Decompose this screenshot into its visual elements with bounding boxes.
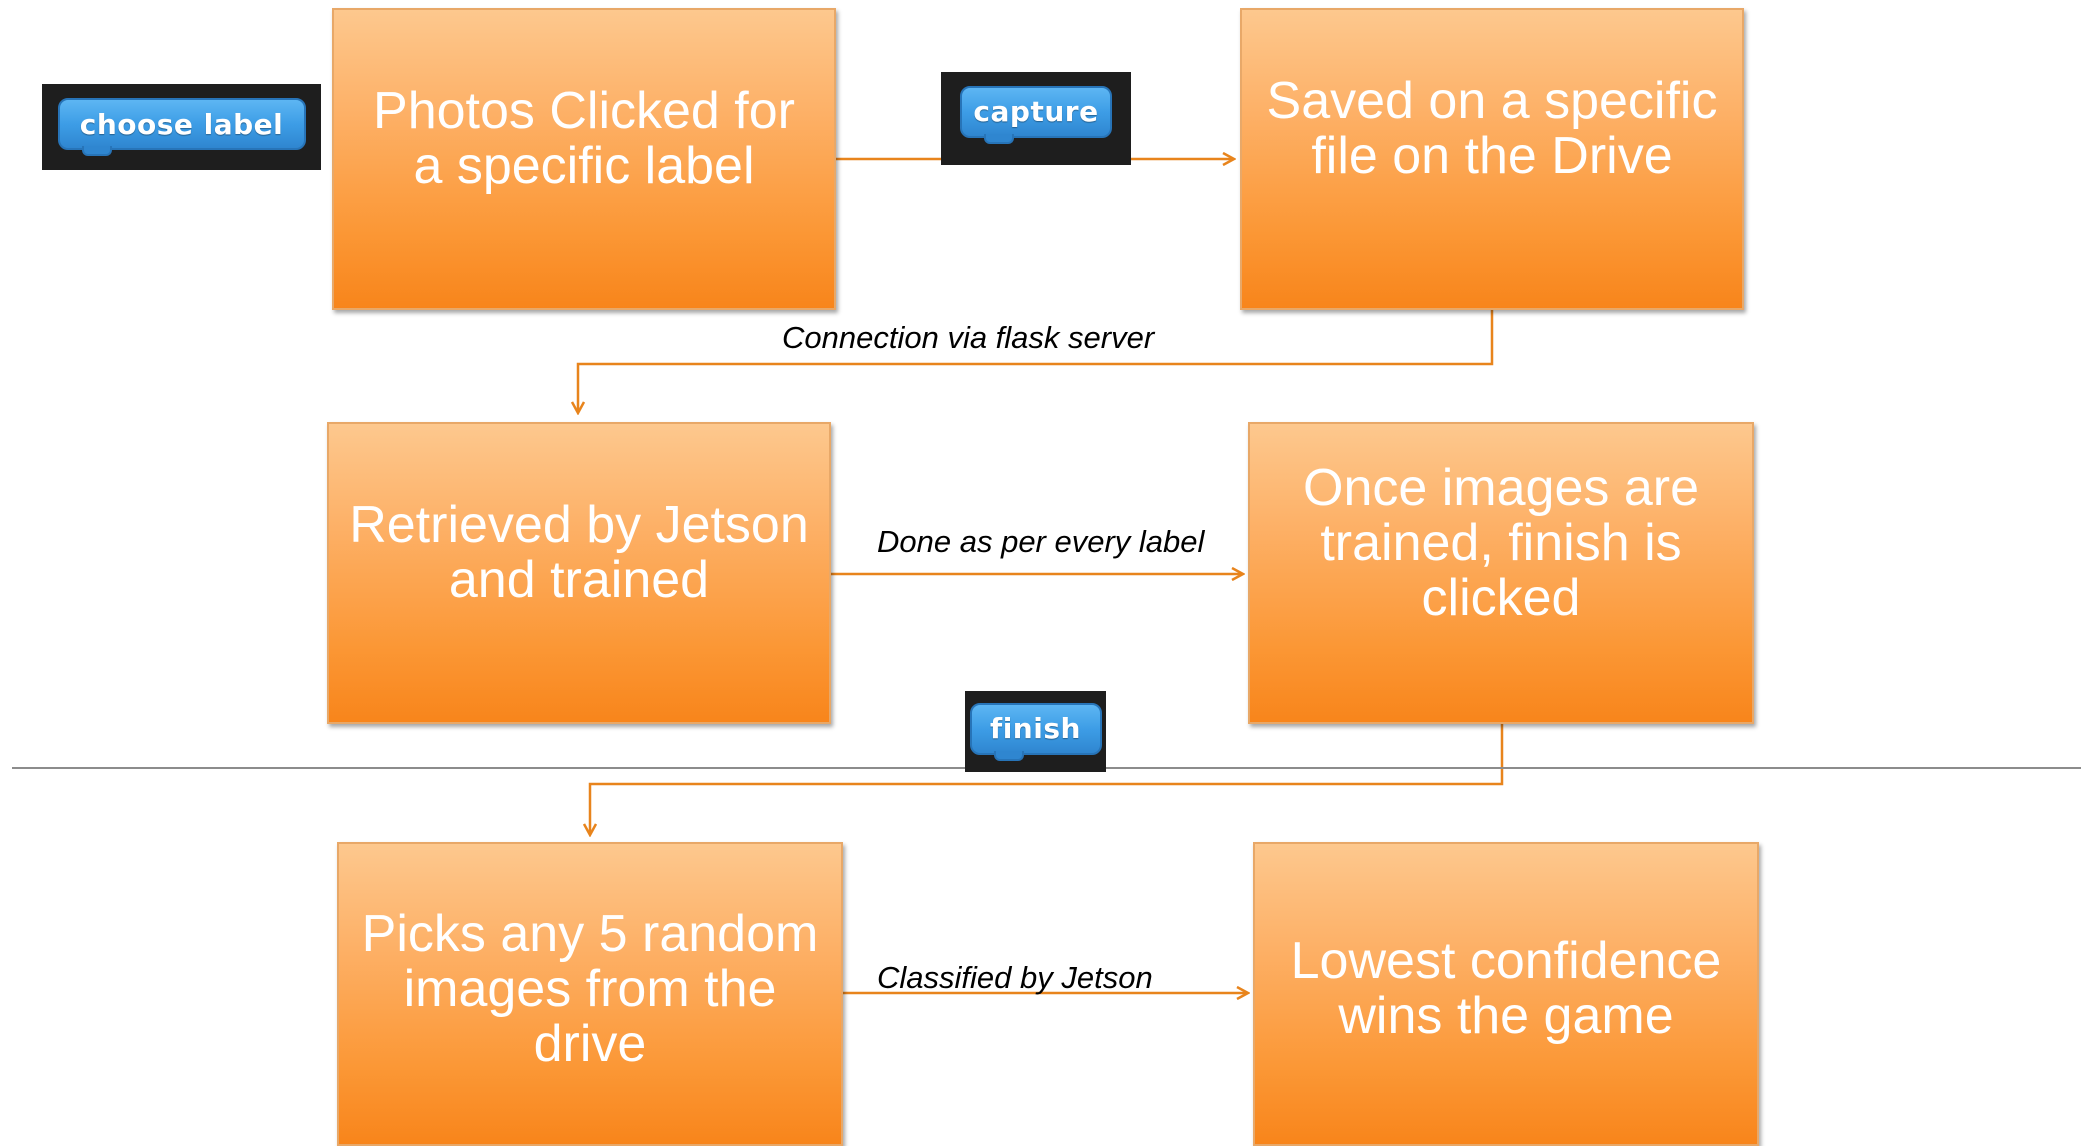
edge-label-flask: Connection via flask server (782, 320, 1155, 355)
box-retrieved-trained: Retrieved by Jetson and trained (327, 422, 831, 724)
box-once-trained-text: Once images are trained, finish is click… (1303, 458, 1699, 627)
box-photos-clicked-text: Photos Clicked for a specific label (373, 82, 795, 195)
box-photos-clicked: Photos Clicked for a specific label (332, 8, 836, 310)
choose-label-text: choose label (79, 107, 284, 141)
finish-block: finish (965, 691, 1106, 772)
box-saved-on-drive: Saved on a specific file on the Drive (1240, 8, 1744, 310)
capture-block: capture (941, 72, 1131, 165)
capture-text: capture (973, 95, 1099, 128)
box-picks-random-text: Picks any 5 random images from the drive (361, 904, 819, 1073)
capture-pill: capture (960, 85, 1112, 144)
finish-pill: finish (969, 702, 1102, 761)
box-retrieved-trained-text: Retrieved by Jetson and trained (349, 496, 809, 609)
edge-label-per-label: Done as per every label (877, 524, 1205, 559)
box-lowest-confidence: Lowest confidence wins the game (1253, 842, 1759, 1146)
finish-text: finish (990, 712, 1081, 745)
edge-label-classified: Classified by Jetson (877, 960, 1153, 995)
choose-label-block: choose label (42, 84, 321, 170)
box-once-trained: Once images are trained, finish is click… (1248, 422, 1754, 724)
box-lowest-confidence-text: Lowest confidence wins the game (1290, 932, 1722, 1045)
box-saved-on-drive-text: Saved on a specific file on the Drive (1266, 72, 1718, 185)
choose-label-pill: choose label (57, 98, 306, 156)
box-picks-random: Picks any 5 random images from the drive (337, 842, 843, 1146)
